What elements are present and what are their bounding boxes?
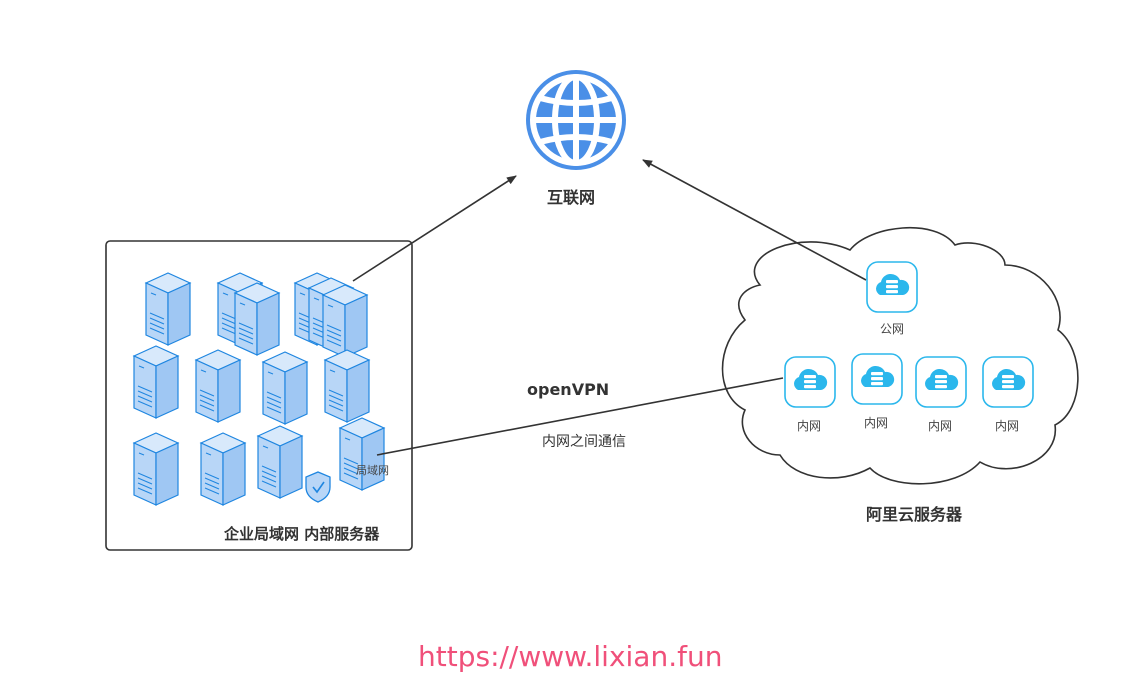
internet-label: 互联网 — [547, 188, 596, 207]
globe-icon — [526, 70, 626, 170]
watermark-url: https://www.lixian.fun — [418, 640, 723, 673]
lan-box — [105, 240, 413, 551]
vpn-subtitle: 内网之间通信 — [542, 434, 626, 450]
private-node-label: 内网 — [928, 419, 953, 433]
server-rack-icon — [133, 272, 385, 506]
lan-node-label: 局域网 — [356, 464, 389, 477]
lan-label: 企业局域网 内部服务器 — [224, 525, 380, 543]
aliyun-cloud-outline — [721, 227, 1079, 485]
shield-icon — [305, 471, 331, 503]
public-node-label: 公网 — [880, 322, 905, 336]
cloud-server-icon — [784, 261, 1034, 408]
vpn-label: openVPN — [527, 380, 610, 399]
aliyun-to-internet-arrow — [642, 159, 867, 281]
aliyun-label: 阿里云服务器 — [866, 505, 963, 524]
private-node-label: 内网 — [864, 416, 889, 430]
private-node-label: 内网 — [995, 419, 1020, 433]
lan-to-internet-arrow — [352, 175, 517, 282]
vpn-tunnel-line — [376, 377, 784, 456]
private-node-label: 内网 — [797, 419, 822, 433]
